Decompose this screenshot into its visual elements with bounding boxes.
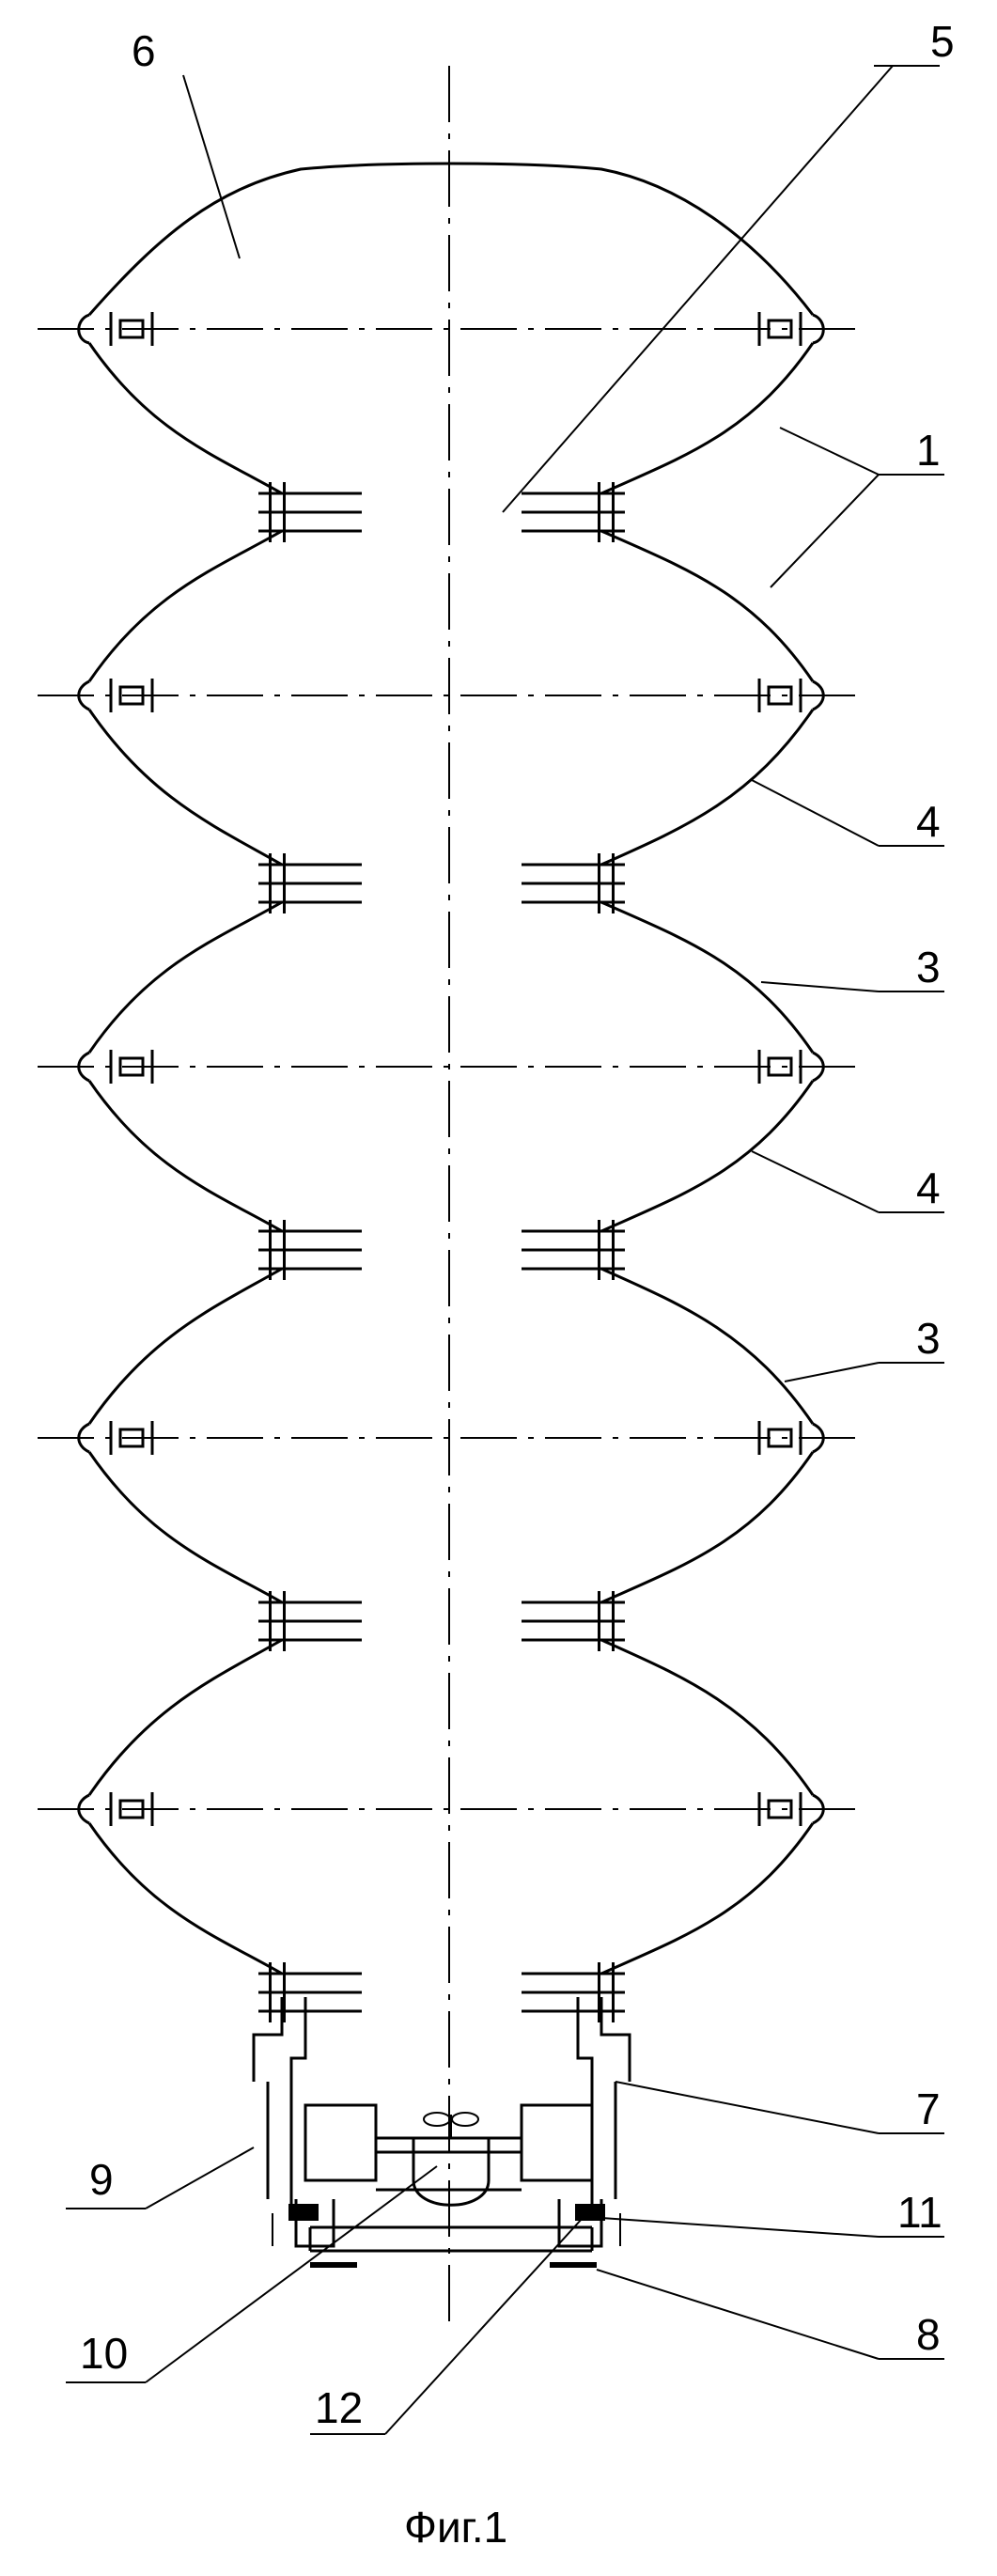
callout-6: 6 [132, 26, 156, 75]
neck-coil-left-2 [258, 853, 362, 913]
lower-shell-right-2 [601, 710, 813, 865]
neck-coil-left-4 [258, 1591, 362, 1651]
callout-3-upper: 3 [916, 943, 941, 991]
upper-shell-left-5 [89, 1640, 282, 1795]
bellows-sections [79, 312, 824, 2022]
callout-12: 12 [315, 2383, 363, 2432]
upper-shell-right-2 [601, 531, 813, 681]
callout-9: 9 [89, 2155, 114, 2204]
callout-7: 7 [916, 2084, 941, 2133]
lower-shell-left-3 [89, 1081, 282, 1231]
base-assembly [254, 1997, 630, 2265]
upper-shell-right-4 [601, 1269, 813, 1424]
neck-coil-left-1 [258, 482, 362, 542]
lower-shell-right-3 [601, 1081, 813, 1231]
callout-8: 8 [916, 2310, 941, 2359]
callout-1: 1 [916, 426, 941, 475]
upper-shell-left-4 [89, 1269, 282, 1424]
callout-10: 10 [80, 2329, 128, 2378]
upper-shell-right-5 [601, 1640, 813, 1795]
lower-shell-right-1 [601, 343, 813, 493]
lower-shell-left-2 [89, 710, 282, 865]
lower-shell-left-5 [89, 1823, 282, 1974]
leader-lines [66, 66, 944, 2434]
upper-shell-left-2 [89, 531, 282, 681]
neck-coil-left-3 [258, 1220, 362, 1280]
figure-caption: Фиг.1 [404, 2503, 507, 2552]
upper-shell-left-3 [89, 902, 282, 1053]
callout-4-upper: 4 [916, 797, 941, 846]
horizontal-axes [38, 329, 865, 1809]
top-dome [89, 164, 813, 315]
callout-3-lower: 3 [916, 1314, 941, 1363]
lower-shell-left-4 [89, 1452, 282, 1602]
lower-shell-right-5 [601, 1823, 813, 1974]
neck-coil-left-5 [258, 1962, 362, 2022]
lower-shell-right-4 [601, 1452, 813, 1602]
lower-shell-left-1 [89, 343, 282, 493]
callout-4-lower: 4 [916, 1163, 941, 1212]
callout-11: 11 [897, 2188, 942, 2237]
callout-labels: 6 5 1 4 3 4 3 7 9 11 10 8 12 [80, 17, 955, 2432]
upper-shell-right-3 [601, 902, 813, 1053]
callout-5: 5 [930, 17, 955, 66]
